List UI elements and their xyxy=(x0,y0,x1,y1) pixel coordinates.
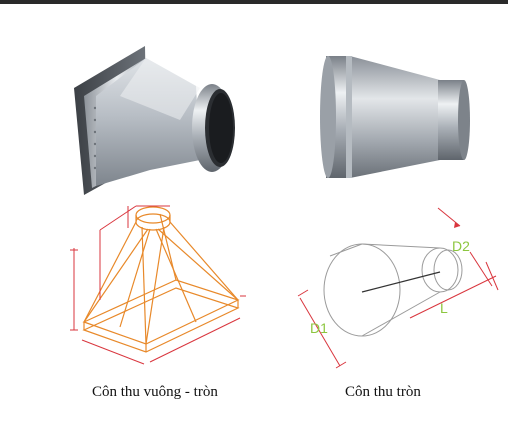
reducer-cone xyxy=(350,56,440,178)
reducer-dimension-lines xyxy=(297,207,499,369)
small-cylinder-end xyxy=(458,80,470,160)
label-d2: D2 xyxy=(452,238,470,254)
label-length: L xyxy=(440,300,448,316)
round-reducer-image xyxy=(320,56,470,178)
round-reducer-drawing xyxy=(297,207,499,369)
bead-ring xyxy=(346,56,352,178)
square-to-round-drawing xyxy=(70,205,246,365)
collar-inner xyxy=(209,93,233,163)
body-highlight xyxy=(120,58,200,120)
arrowhead xyxy=(454,222,460,228)
base-rectangle xyxy=(82,279,240,353)
reducer-outline xyxy=(323,243,463,337)
center-axis xyxy=(361,271,441,293)
transition-edges xyxy=(83,213,239,345)
caption-square-to-round: Côn thu vuông - tròn xyxy=(92,384,218,400)
caption-round-reducer: Côn thu tròn xyxy=(345,384,421,400)
top-border xyxy=(0,0,508,4)
dimension-lines xyxy=(70,205,246,365)
square-to-round-transition-image xyxy=(74,46,235,195)
label-d1: D1 xyxy=(310,320,328,336)
top-ring xyxy=(135,206,171,231)
large-cylinder-edge xyxy=(320,56,336,178)
rivets xyxy=(93,106,97,170)
